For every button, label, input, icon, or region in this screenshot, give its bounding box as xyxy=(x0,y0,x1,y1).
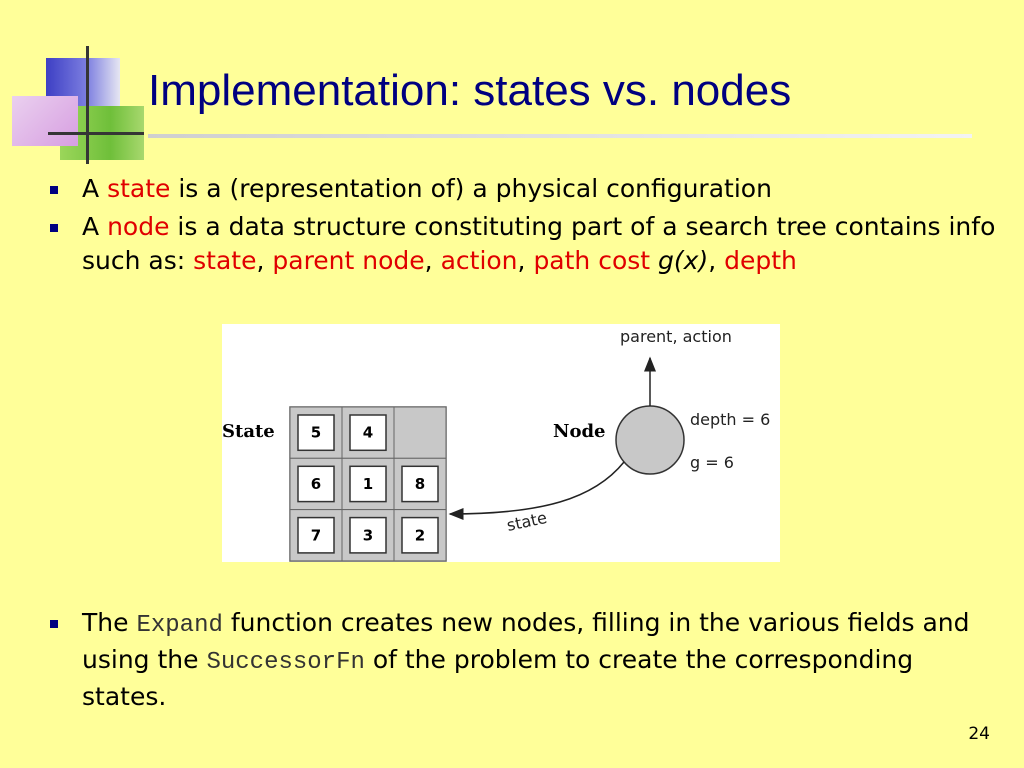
page-number: 24 xyxy=(968,724,990,744)
g-label: g = 6 xyxy=(690,453,734,472)
state-node-figure: State 5 4 6 1 8 7 3 2 Node parent, action depth… xyxy=(222,324,780,562)
decor-pink-square xyxy=(12,96,78,146)
tile-number: 8 xyxy=(415,475,425,493)
bullet-expand-function: The Expand function creates new nodes, f… xyxy=(40,606,1000,714)
tile-number: 6 xyxy=(311,475,321,493)
tile-number: 2 xyxy=(415,526,425,544)
title-underline xyxy=(148,134,972,138)
tile-number: 7 xyxy=(311,526,321,544)
bullet-list-top: A state is a (representation of) a physi… xyxy=(40,172,1000,282)
puzzle-tile xyxy=(297,465,335,503)
puzzle-tile xyxy=(297,516,335,554)
puzzle-tiles: 5 4 6 1 8 7 3 2 xyxy=(289,406,447,562)
decor-vertical-line xyxy=(86,46,89,164)
puzzle-tile xyxy=(401,465,439,503)
slide-title: Implementation: states vs. nodes xyxy=(148,66,792,115)
puzzle-tile xyxy=(349,516,387,554)
grid-cell xyxy=(393,406,447,459)
state-node-diagram: State 5 4 6 1 8 7 3 2 Node parent, action depth… xyxy=(222,327,770,562)
bullet-square-icon xyxy=(50,224,58,232)
bullet-square-icon xyxy=(50,620,58,628)
puzzle-tile xyxy=(401,516,439,554)
tile-number: 3 xyxy=(363,526,373,544)
decor-horizontal-line xyxy=(48,132,144,135)
puzzle-tile xyxy=(349,414,387,452)
code-expand: Expand xyxy=(136,612,223,639)
puzzle-tile xyxy=(297,414,335,452)
bullet-list-bottom: The Expand function creates new nodes, f… xyxy=(40,606,1000,718)
bullet-state-definition: A state is a (representation of) a physi… xyxy=(40,172,1000,206)
field-gx: g(x) xyxy=(658,246,709,275)
term-state: state xyxy=(107,174,171,203)
field-action: action xyxy=(440,246,518,275)
node-label: Node xyxy=(553,421,606,442)
field-state: state xyxy=(193,246,257,275)
bullet-node-definition: A node is a data structure constituting … xyxy=(40,210,1000,278)
field-path-cost: path cost xyxy=(533,246,651,275)
term-node: node xyxy=(107,212,170,241)
bullet-square-icon xyxy=(50,186,58,194)
puzzle-tile xyxy=(349,465,387,503)
state-arrow-label: state xyxy=(505,508,549,535)
tile-number: 1 xyxy=(363,475,373,493)
field-parent-node: parent node xyxy=(272,246,425,275)
node-circle xyxy=(615,405,685,475)
tile-number: 4 xyxy=(363,424,373,442)
tile-number: 5 xyxy=(311,424,321,442)
code-successorfn: SuccessorFn xyxy=(206,649,365,676)
parent-action-label: parent, action xyxy=(620,327,732,346)
state-label: State xyxy=(222,421,275,442)
field-depth: depth xyxy=(724,246,797,275)
depth-label: depth = 6 xyxy=(690,410,770,429)
state-arrow xyxy=(448,461,625,520)
